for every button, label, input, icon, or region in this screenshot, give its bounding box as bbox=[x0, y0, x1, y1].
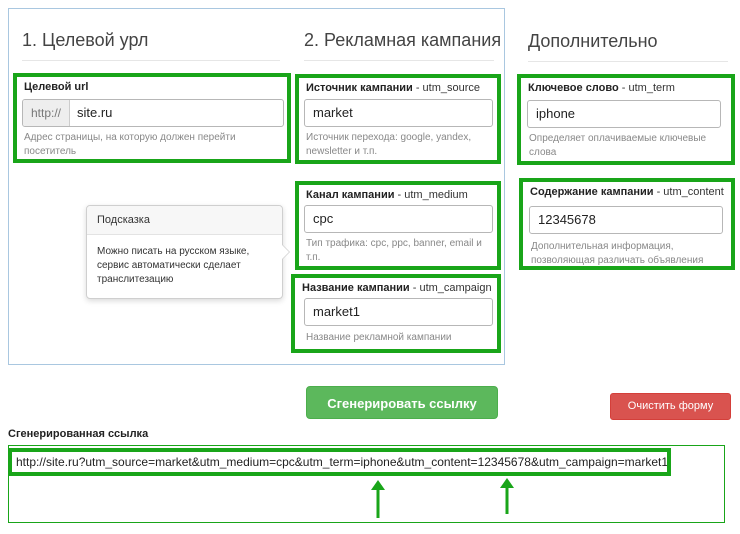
hint-tooltip: Подсказка Можно писать на русском языке,… bbox=[86, 205, 290, 299]
divider bbox=[528, 61, 728, 62]
utm-content-group: Содержание кампании - utm_content 123456… bbox=[519, 178, 735, 270]
section-title-extra: Дополнительно bbox=[528, 31, 658, 51]
url-prefix: http:// bbox=[23, 100, 70, 126]
arrow-up-icon bbox=[500, 478, 514, 514]
section-title-target: 1. Целевой урл bbox=[22, 30, 149, 50]
utm-source-input[interactable]: market bbox=[304, 99, 493, 127]
utm-medium-help: Тип трафика: cpc, ppc, banner, email и т… bbox=[306, 238, 482, 263]
utm-medium-input[interactable]: cpc bbox=[304, 205, 493, 233]
utm-source-label: Источник кампании - utm_source bbox=[306, 82, 481, 94]
utm-term-input[interactable]: iphone bbox=[527, 100, 721, 128]
utm-campaign-group: Название кампании - utm_campaign market1… bbox=[291, 274, 501, 353]
generate-link-button[interactable]: Сгенерировать ссылку bbox=[306, 386, 498, 419]
utm-term-group: Ключевое слово - utm_term iphone Определ… bbox=[517, 74, 735, 165]
annotation-arrows bbox=[371, 478, 514, 518]
utm-content-label: Содержание кампании - utm_content bbox=[530, 186, 724, 198]
utm-term-label: Ключевое слово - utm_term bbox=[528, 82, 675, 94]
divider bbox=[304, 60, 494, 61]
tooltip-body: Можно писать на русском языке, сервис ав… bbox=[97, 246, 250, 285]
target-url-input[interactable]: http:// site.ru bbox=[22, 99, 284, 127]
tooltip-arrow-fill bbox=[282, 245, 289, 259]
target-url-label: Целевой url bbox=[24, 81, 89, 93]
generated-link-text[interactable]: http://site.ru?utm_source=market&utm_med… bbox=[8, 448, 671, 476]
divider bbox=[22, 60, 280, 61]
utm-campaign-label: Название кампании - utm_campaign bbox=[302, 282, 492, 294]
result-textarea[interactable] bbox=[8, 445, 725, 523]
utm-content-help: Дополнительная информация, позволяющая р… bbox=[531, 241, 704, 266]
result-label: Сгенерированная ссылка bbox=[8, 428, 149, 440]
utm-source-help: Источник перехода: google, yandex, newsl… bbox=[306, 132, 472, 157]
section-title-campaign: 2. Рекламная кампания bbox=[304, 30, 502, 50]
utm-medium-group: Канал кампании - utm_medium cpc Тип траф… bbox=[295, 181, 501, 270]
target-url-help: Адрес страницы, на которую должен перейт… bbox=[24, 132, 236, 157]
arrow-up-icon bbox=[371, 480, 385, 518]
target-url-group: Целевой url http:// site.ru Адрес страни… bbox=[13, 73, 291, 163]
tooltip-title: Подсказка bbox=[87, 206, 282, 235]
utm-campaign-help: Название рекламной кампании bbox=[306, 332, 452, 343]
utm-term-help: Определяет оплачиваемые ключевые слова bbox=[529, 133, 707, 158]
utm-content-input[interactable]: 12345678 bbox=[529, 206, 723, 234]
clear-form-button[interactable]: Очистить форму bbox=[610, 393, 731, 420]
utm-medium-label: Канал кампании - utm_medium bbox=[306, 189, 468, 201]
utm-source-group: Источник кампании - utm_source market Ис… bbox=[295, 74, 501, 164]
utm-campaign-input[interactable]: market1 bbox=[304, 298, 493, 326]
target-url-value: site.ru bbox=[77, 105, 113, 120]
